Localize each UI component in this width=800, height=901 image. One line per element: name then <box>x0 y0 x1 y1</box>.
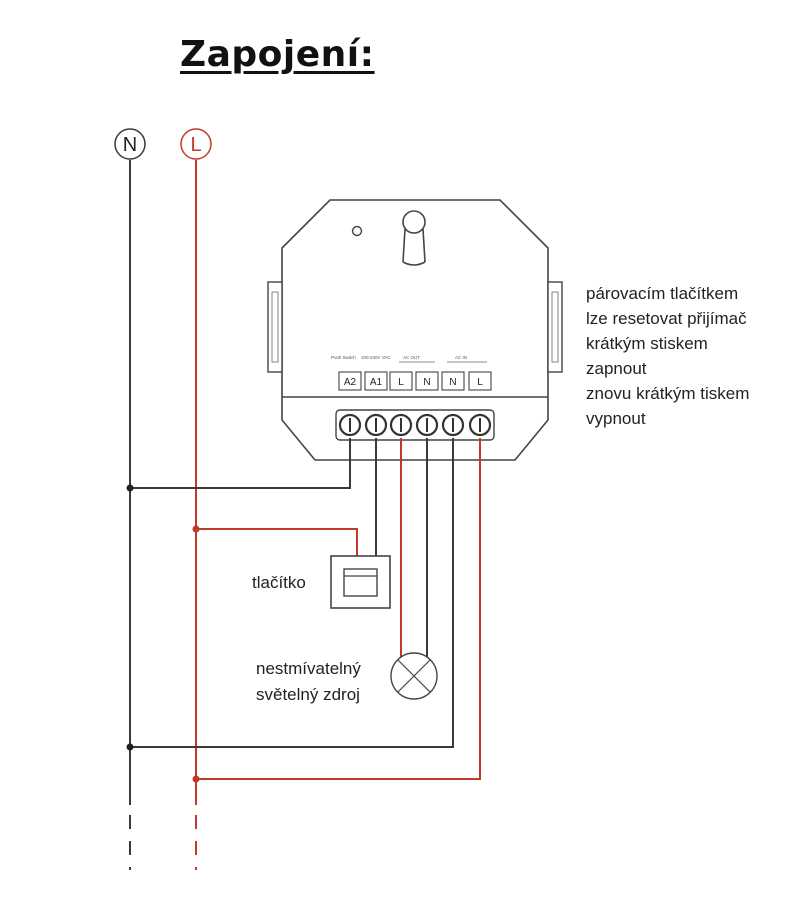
lamp-label-line-1: nestmívatelný <box>256 659 361 678</box>
header-ac-out: AC OUT <box>403 355 420 360</box>
note-line: vypnout <box>586 409 646 428</box>
pairing-note: párovacím tlačítkem lze resetovat přijím… <box>586 281 749 431</box>
junction-dot <box>126 743 134 751</box>
terminal-box <box>441 371 465 391</box>
terminal-box <box>415 371 439 391</box>
note-line: krátkým stiskem <box>586 334 708 353</box>
neutral-header: N <box>114 128 146 160</box>
wire-live-button <box>196 528 358 556</box>
terminal-label: L <box>477 377 483 388</box>
terminal-box <box>338 371 362 391</box>
junction-dot <box>192 775 200 783</box>
terminal-label: N <box>423 377 430 388</box>
terminal-label: N <box>449 377 456 388</box>
note-line: zapnout <box>586 359 647 378</box>
header-voltage: 100-240V VAC <box>361 355 391 360</box>
wire-lin-live <box>196 438 481 780</box>
button-label: tlačítko <box>252 573 306 592</box>
lamp-symbol <box>390 652 438 700</box>
neutral-label: N <box>123 134 137 156</box>
note-line: párovacím tlačítkem <box>586 284 739 303</box>
junction-dot <box>126 484 134 492</box>
junction-dot <box>192 525 200 533</box>
live-header: L <box>180 128 212 160</box>
wire-a2-neutral <box>130 438 351 489</box>
note-line: lze resetovat přijímač <box>586 309 747 328</box>
header-push-switch: Push Switch <box>331 355 356 360</box>
terminal-box <box>364 371 388 391</box>
terminal-label: A2 <box>344 377 357 388</box>
header-ac-in: AC IN <box>455 355 467 360</box>
terminal-box <box>468 371 492 391</box>
receiver-device: Push Switch 100-240V VAC AC OUT AC IN A2… <box>267 199 563 461</box>
live-label: L <box>190 134 201 156</box>
terminal-label: A1 <box>370 377 383 388</box>
lamp-label-line-2: světelný zdroj <box>256 685 360 704</box>
push-button-symbol <box>330 555 391 609</box>
wire-nin-neutral <box>130 438 454 748</box>
note-line: znovu krátkým tiskem <box>586 384 750 403</box>
led-indicator <box>351 225 363 237</box>
wire-lout-lamp <box>400 438 407 666</box>
terminal-box <box>389 371 413 391</box>
pairing-button <box>402 210 426 266</box>
terminal-label: L <box>398 377 404 388</box>
page-title: Zapojení: <box>180 34 375 75</box>
